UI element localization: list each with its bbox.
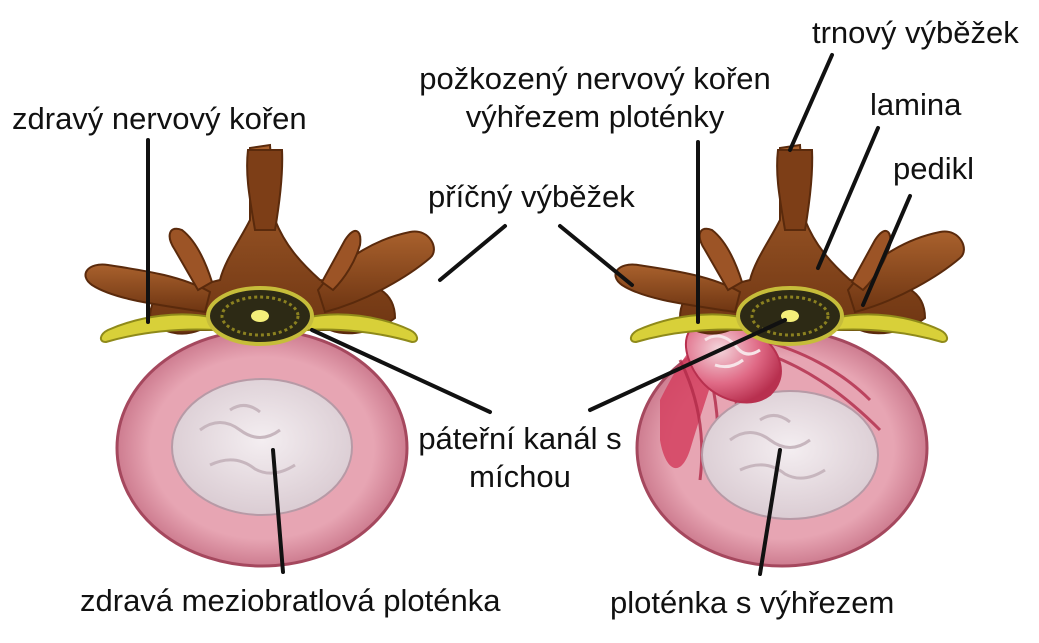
label-spinal-canal-line1: páteřní kanál s <box>400 420 640 458</box>
label-healthy-disc: zdravá meziobratlová ploténka <box>80 582 500 620</box>
leader-lamina <box>818 128 878 268</box>
label-spinous-process: trnový výběžek <box>812 14 1019 52</box>
healthy-nerve-root-left <box>101 314 215 342</box>
label-damaged-nerve-root-line1: požkozený nervový kořen <box>400 60 790 98</box>
healthy-spinous-process <box>247 150 282 230</box>
label-lamina: lamina <box>870 86 961 124</box>
herniated-vertebra <box>615 145 963 566</box>
label-spinal-canal: páteřní kanál s míchou <box>400 420 640 496</box>
leader-transverse-process-right <box>560 226 632 285</box>
label-transverse-process: příčný výběžek <box>428 178 635 216</box>
herniated-disc-nucleus <box>702 391 878 519</box>
leader-transverse-process-left <box>440 226 505 280</box>
healthy-vertebra <box>85 145 433 566</box>
label-herniated-disc: ploténka s výhřezem <box>610 584 894 622</box>
label-pedicle: pedikl <box>893 150 974 188</box>
label-damaged-nerve-root-line2: výhřezem ploténky <box>400 98 790 136</box>
label-spinal-canal-line2: míchou <box>400 458 640 496</box>
label-healthy-nerve-root: zdravý nervový kořen <box>12 100 307 138</box>
healthy-nerve-root-right <box>305 314 417 342</box>
healthy-spinal-cord <box>251 310 269 322</box>
healthy-disc-nucleus <box>172 379 352 515</box>
herniated-nerve-root-right <box>835 314 947 342</box>
leader-spinous-process <box>790 55 832 150</box>
label-damaged-nerve-root: požkozený nervový kořen výhřezem ploténk… <box>400 60 790 136</box>
herniated-spinous-process <box>777 150 812 230</box>
